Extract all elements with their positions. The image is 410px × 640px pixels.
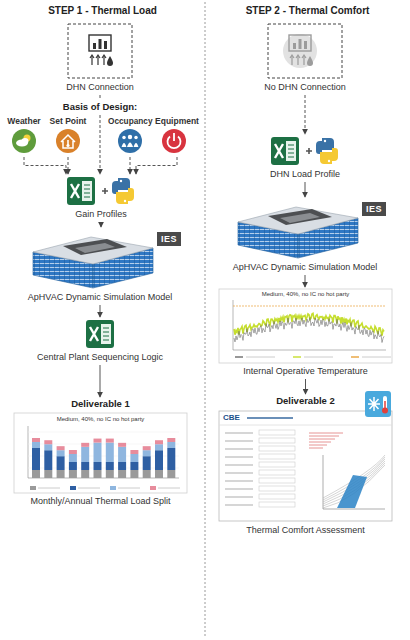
label-text: Medium, 40%, no IC no hot party [219,291,392,298]
process-node: IES ApHVAC Dynamic Simulation Model [220,198,390,273]
node-caption: DHN Load Profile [250,169,360,180]
icon-graphic [62,22,138,80]
flow-connector [305,182,306,197]
flow-connector [305,95,306,134]
icon-graphic [250,135,360,167]
node-caption: Occupancy [108,116,152,127]
node-illustration: Medium, 40%, no IC no hot party [8,412,193,494]
icon-graphic [213,288,398,364]
process-node: Deliverable 2 CBE Thermal Comfort Assessme… [213,395,398,536]
process-node: No DHN Connection [262,22,348,93]
label-text: CBE [223,413,240,422]
flow-connector [101,222,102,227]
section-heading: Basis of Design: [62,100,138,113]
flow-connector [100,305,101,317]
icon-graphic [213,409,398,523]
process-node: Medium, 40%, no IC no hot partyInternal … [213,288,398,377]
label-text: IES [362,202,386,216]
node-caption: Gain Profiles [56,209,146,220]
node-illustration [56,175,146,207]
process-node: Weather [2,116,46,155]
node-caption: Set Point [46,116,90,127]
flow-connector [305,379,306,394]
node-illustration [152,127,202,155]
icon-graphic [108,127,152,155]
node-illustration: IES [220,198,390,260]
flow-connector [68,157,69,174]
icon-graphic [56,175,146,207]
label-text: Medium, 40%, no IC no hot party [14,416,187,423]
icon-graphic [2,127,46,155]
node-illustration: IES [15,228,185,290]
step-heading: STEP 1 - Thermal Load [0,5,205,16]
process-node: Deliverable 1 Medium, 40%, no IC no hot p… [8,398,193,507]
flow-connector [100,365,101,397]
node-illustration [108,127,152,155]
node-caption: Equipment [152,116,202,127]
node-caption: ApHVAC Dynamic Simulation Model [15,292,185,303]
node-illustration: CBE [213,409,398,523]
icon-graphic [262,22,348,80]
process-node: IES ApHVAC Dynamic Simulation Model [15,228,185,303]
process-node: DHN Load Profile [250,135,360,180]
deliverable-heading: Deliverable 1 [8,398,193,409]
node-caption: Monthly/Annual Thermal Load Split [8,496,193,507]
process-node: Equipment [152,116,202,155]
node-caption: Thermal Comfort Assessment [213,525,398,536]
node-illustration [46,127,90,155]
process-node: Central Plant Sequencing Logic [25,318,175,363]
step-heading: STEP 2 - Thermal Comfort [205,5,410,16]
label-text: IES [157,232,181,246]
node-caption: DHN Connection [62,82,138,93]
icon-graphic [46,127,90,155]
node-illustration: Medium, 40%, no IC no hot party [213,288,398,364]
node-caption: Central Plant Sequencing Logic [25,352,175,363]
node-illustration [2,127,46,155]
node-illustration [62,22,138,80]
icon-graphic [152,127,202,155]
flow-connector [130,157,131,174]
divider-line [205,2,206,638]
flow-connector [24,157,66,174]
node-illustration [262,22,348,80]
node-illustration [25,318,175,350]
node-illustration [250,135,360,167]
node-caption: Weather [2,116,46,127]
process-node: Occupancy [108,116,152,155]
node-caption: ApHVAC Dynamic Simulation Model [220,262,390,273]
flow-connector [305,275,306,287]
icon-graphic [25,318,175,350]
process-node: DHN Connection [62,22,138,93]
process-node: Set Point [46,116,90,155]
process-node: Gain Profiles [56,175,146,220]
flow-connector [136,157,177,174]
deliverable-heading: Deliverable 2 [213,395,398,406]
node-caption: No DHN Connection [262,82,348,93]
icon-graphic [8,412,193,494]
node-caption: Internal Operative Temperature [213,366,398,377]
